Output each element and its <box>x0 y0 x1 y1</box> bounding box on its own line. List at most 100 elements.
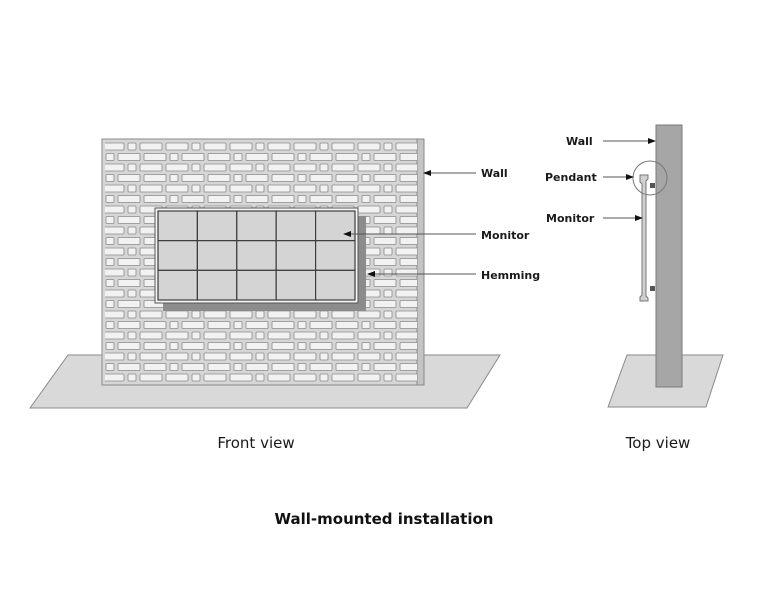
brick <box>105 268 125 277</box>
monitor-panel <box>236 240 277 271</box>
brick <box>117 321 141 329</box>
brick <box>229 142 253 151</box>
brick <box>229 310 253 319</box>
brick <box>255 184 265 193</box>
brick <box>319 310 329 319</box>
brick <box>297 342 307 350</box>
brick <box>309 195 333 203</box>
monitor-wall <box>154 207 359 304</box>
brick <box>309 174 333 182</box>
top-view: Wall Pendant Monitor Top view <box>545 124 724 452</box>
brick <box>309 153 333 161</box>
brick <box>335 321 359 329</box>
brick <box>143 174 167 182</box>
brick <box>105 363 115 371</box>
brick <box>373 195 397 203</box>
brick <box>169 174 179 182</box>
brick <box>271 153 295 161</box>
brick <box>395 184 417 193</box>
monitor-panel <box>236 269 277 301</box>
monitor-panel <box>275 210 317 242</box>
brick <box>229 331 253 340</box>
brick <box>105 342 115 350</box>
brick <box>267 331 291 340</box>
brick <box>335 195 359 203</box>
pendant-bracket-bottom <box>650 286 655 291</box>
brick <box>191 352 201 361</box>
brick <box>105 289 125 298</box>
brick <box>127 310 137 319</box>
brick <box>143 342 167 350</box>
brick <box>127 268 137 277</box>
brick <box>233 153 243 161</box>
brick <box>191 310 201 319</box>
brick <box>165 310 189 319</box>
brick <box>361 321 371 329</box>
brick <box>233 174 243 182</box>
brick <box>117 258 141 266</box>
brick <box>373 237 397 245</box>
monitor-label: Monitor <box>481 229 530 242</box>
brick <box>143 195 167 203</box>
brick <box>335 342 359 350</box>
brick <box>399 342 417 350</box>
brick <box>245 195 269 203</box>
brick <box>203 142 227 151</box>
brick <box>229 163 253 172</box>
brick <box>399 237 417 245</box>
brick <box>169 321 179 329</box>
brick <box>105 300 115 308</box>
brick <box>331 352 355 361</box>
brick <box>229 373 253 382</box>
brick <box>181 174 205 182</box>
brick <box>373 153 397 161</box>
brick <box>271 363 295 371</box>
brick <box>105 142 125 151</box>
brick <box>293 331 317 340</box>
brick <box>319 184 329 193</box>
brick <box>373 258 397 266</box>
brick <box>297 174 307 182</box>
brick <box>117 342 141 350</box>
brick <box>105 205 125 214</box>
brick <box>399 279 417 287</box>
brick <box>165 142 189 151</box>
brick <box>105 174 115 182</box>
brick <box>357 205 381 214</box>
monitor-panel <box>275 269 317 301</box>
brick <box>105 258 115 266</box>
brick <box>207 342 231 350</box>
brick <box>319 331 329 340</box>
monitor-panel <box>196 240 238 271</box>
brick <box>127 247 137 256</box>
brick <box>207 174 231 182</box>
brick <box>267 163 291 172</box>
brick <box>395 289 417 298</box>
brick <box>297 195 307 203</box>
brick <box>331 184 355 193</box>
brick <box>399 300 417 308</box>
front-view-caption: Front view <box>217 434 294 452</box>
brick <box>293 310 317 319</box>
brick <box>395 268 417 277</box>
brick <box>383 352 393 361</box>
brick <box>395 352 417 361</box>
brick <box>169 363 179 371</box>
brick <box>127 163 137 172</box>
brick <box>117 279 141 287</box>
brick <box>293 142 317 151</box>
brick <box>139 373 163 382</box>
brick <box>233 363 243 371</box>
brick <box>181 321 205 329</box>
brick <box>105 153 115 161</box>
brick <box>395 226 417 235</box>
brick <box>117 153 141 161</box>
brick <box>139 310 163 319</box>
monitor-panel <box>157 269 199 301</box>
brick <box>165 163 189 172</box>
brick <box>139 184 163 193</box>
brick <box>361 174 371 182</box>
brick <box>207 363 231 371</box>
brick <box>267 373 291 382</box>
brick <box>383 289 393 298</box>
